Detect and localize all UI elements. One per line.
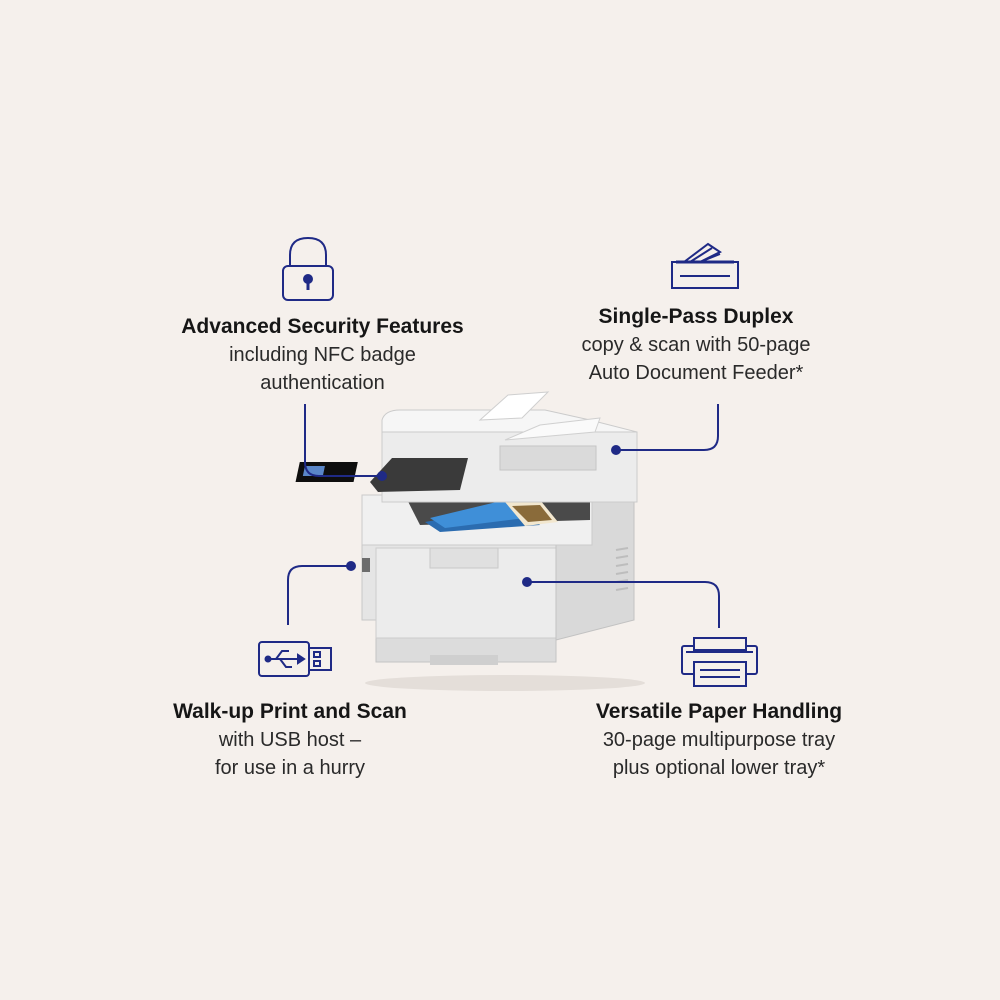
feature-security: Advanced Security Features including NFC… — [160, 312, 485, 397]
paper-pointer-dot — [522, 577, 532, 587]
feature-usb-title: Walk-up Print and Scan — [173, 700, 407, 723]
feature-duplex-line-2: Auto Document Feeder* — [588, 362, 804, 384]
usb-port — [362, 558, 370, 572]
document-feeder-icon — [671, 242, 739, 289]
feature-paper-line-1: 30-page multipurpose tray — [602, 729, 836, 751]
feature-duplex-line-1: copy & scan with 50-page — [581, 334, 811, 356]
feature-paper: Versatile Paper Handling 30-page multipu… — [560, 697, 878, 782]
usb-pointer-dot — [346, 561, 356, 571]
feature-security-line-2: authentication — [260, 372, 385, 394]
feature-usb: Walk-up Print and Scan with USB host – f… — [140, 697, 440, 782]
paper-tray-icon — [681, 637, 758, 687]
feature-security-title: Advanced Security Features — [181, 315, 464, 338]
connector-lines — [287, 404, 720, 628]
padlock-icon — [282, 236, 334, 301]
feature-paper-title: Versatile Paper Handling — [595, 700, 843, 723]
printed-photos — [425, 500, 558, 532]
feature-usb-line-2: for use in a hurry — [214, 757, 366, 779]
usb-drive-icon — [258, 641, 332, 677]
security-pointer-dot — [377, 471, 387, 481]
printer-image — [295, 391, 645, 691]
connector-dots — [346, 445, 621, 587]
feature-duplex-title: Single-Pass Duplex — [598, 305, 794, 328]
feature-security-line-1: including NFC badge — [229, 344, 416, 366]
feature-paper-line-2: plus optional lower tray* — [612, 757, 826, 779]
feature-usb-line-1: with USB host – — [218, 729, 362, 751]
feature-duplex: Single-Pass Duplex copy & scan with 50-p… — [530, 302, 862, 387]
duplex-pointer-dot — [611, 445, 621, 455]
